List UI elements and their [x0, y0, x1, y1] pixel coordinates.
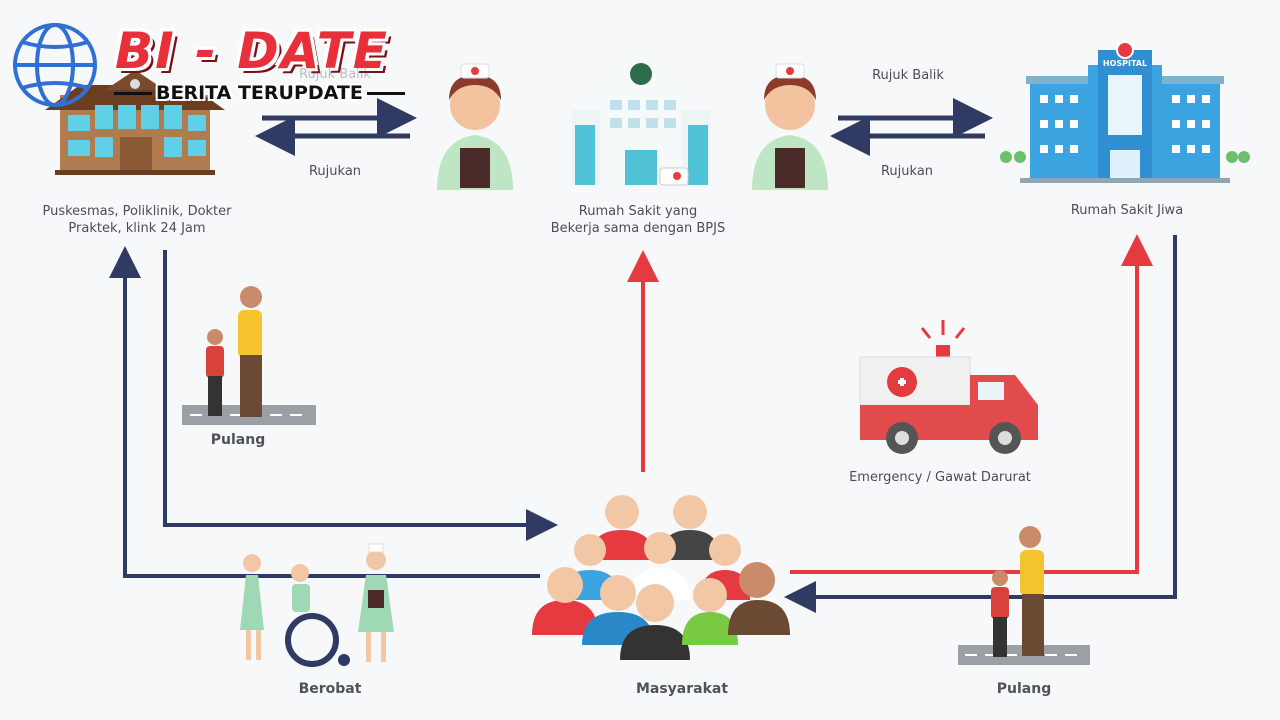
- patient-wheelchair-nurse-icon: [240, 543, 394, 667]
- flow-arrow-pulang-left: [163, 250, 558, 541]
- node-label-masyarakat: Masyarakat: [635, 681, 729, 697]
- flow-arrow-pulang-right: [784, 235, 1177, 613]
- flow-arrow-emergency: [790, 234, 1153, 574]
- logo-title: BI - DATE: [115, 22, 389, 80]
- node-label-pulang-right: Pulang: [996, 681, 1052, 697]
- ambulance-icon: [859, 320, 1038, 454]
- node-label-berobat: Berobat: [298, 681, 362, 697]
- hospital-sign: HOSPITAL: [1103, 59, 1147, 68]
- bpjs-hospital-building-icon: [572, 60, 710, 186]
- mental-hospital-building-icon: HOSPITAL: [1000, 41, 1250, 183]
- node-label-rs-bpjs: Rumah Sakit yang Bekerja sama dengan BPJ…: [550, 204, 726, 236]
- person-icon: [532, 567, 598, 635]
- node-label-rs-jiwa: Rumah Sakit Jiwa: [1070, 203, 1184, 218]
- nurse-icon: [752, 63, 828, 190]
- edge-label-rujuk-balik-right: Rujuk Balik: [872, 68, 944, 83]
- edge-label-rujukan-right: Rujukan: [880, 164, 934, 179]
- person-icon: [620, 584, 690, 660]
- node-label-puskesmas: Puskesmas, Poliklinik, Dokter Praktek, k…: [42, 204, 232, 236]
- edge-label-rujuk-balik-left: Rujuk Balik: [299, 67, 371, 82]
- walking-father-child-icon: [182, 286, 316, 425]
- person-icon: [590, 495, 654, 560]
- logo-subtitle: BERITA TERUPDATE: [110, 82, 409, 104]
- crowd-people-icon: [532, 495, 790, 660]
- person-icon: [728, 562, 790, 635]
- node-label-pulang-left: Pulang: [210, 432, 266, 448]
- walking-father-child-icon: [958, 526, 1090, 665]
- edge-label-rujukan-left: Rujukan: [308, 164, 362, 179]
- node-label-emergency: Emergency / Gawat Darurat: [849, 470, 1031, 485]
- globe-logo-icon: [13, 23, 97, 107]
- nurse-icon: [437, 63, 513, 190]
- person-icon: [682, 578, 738, 645]
